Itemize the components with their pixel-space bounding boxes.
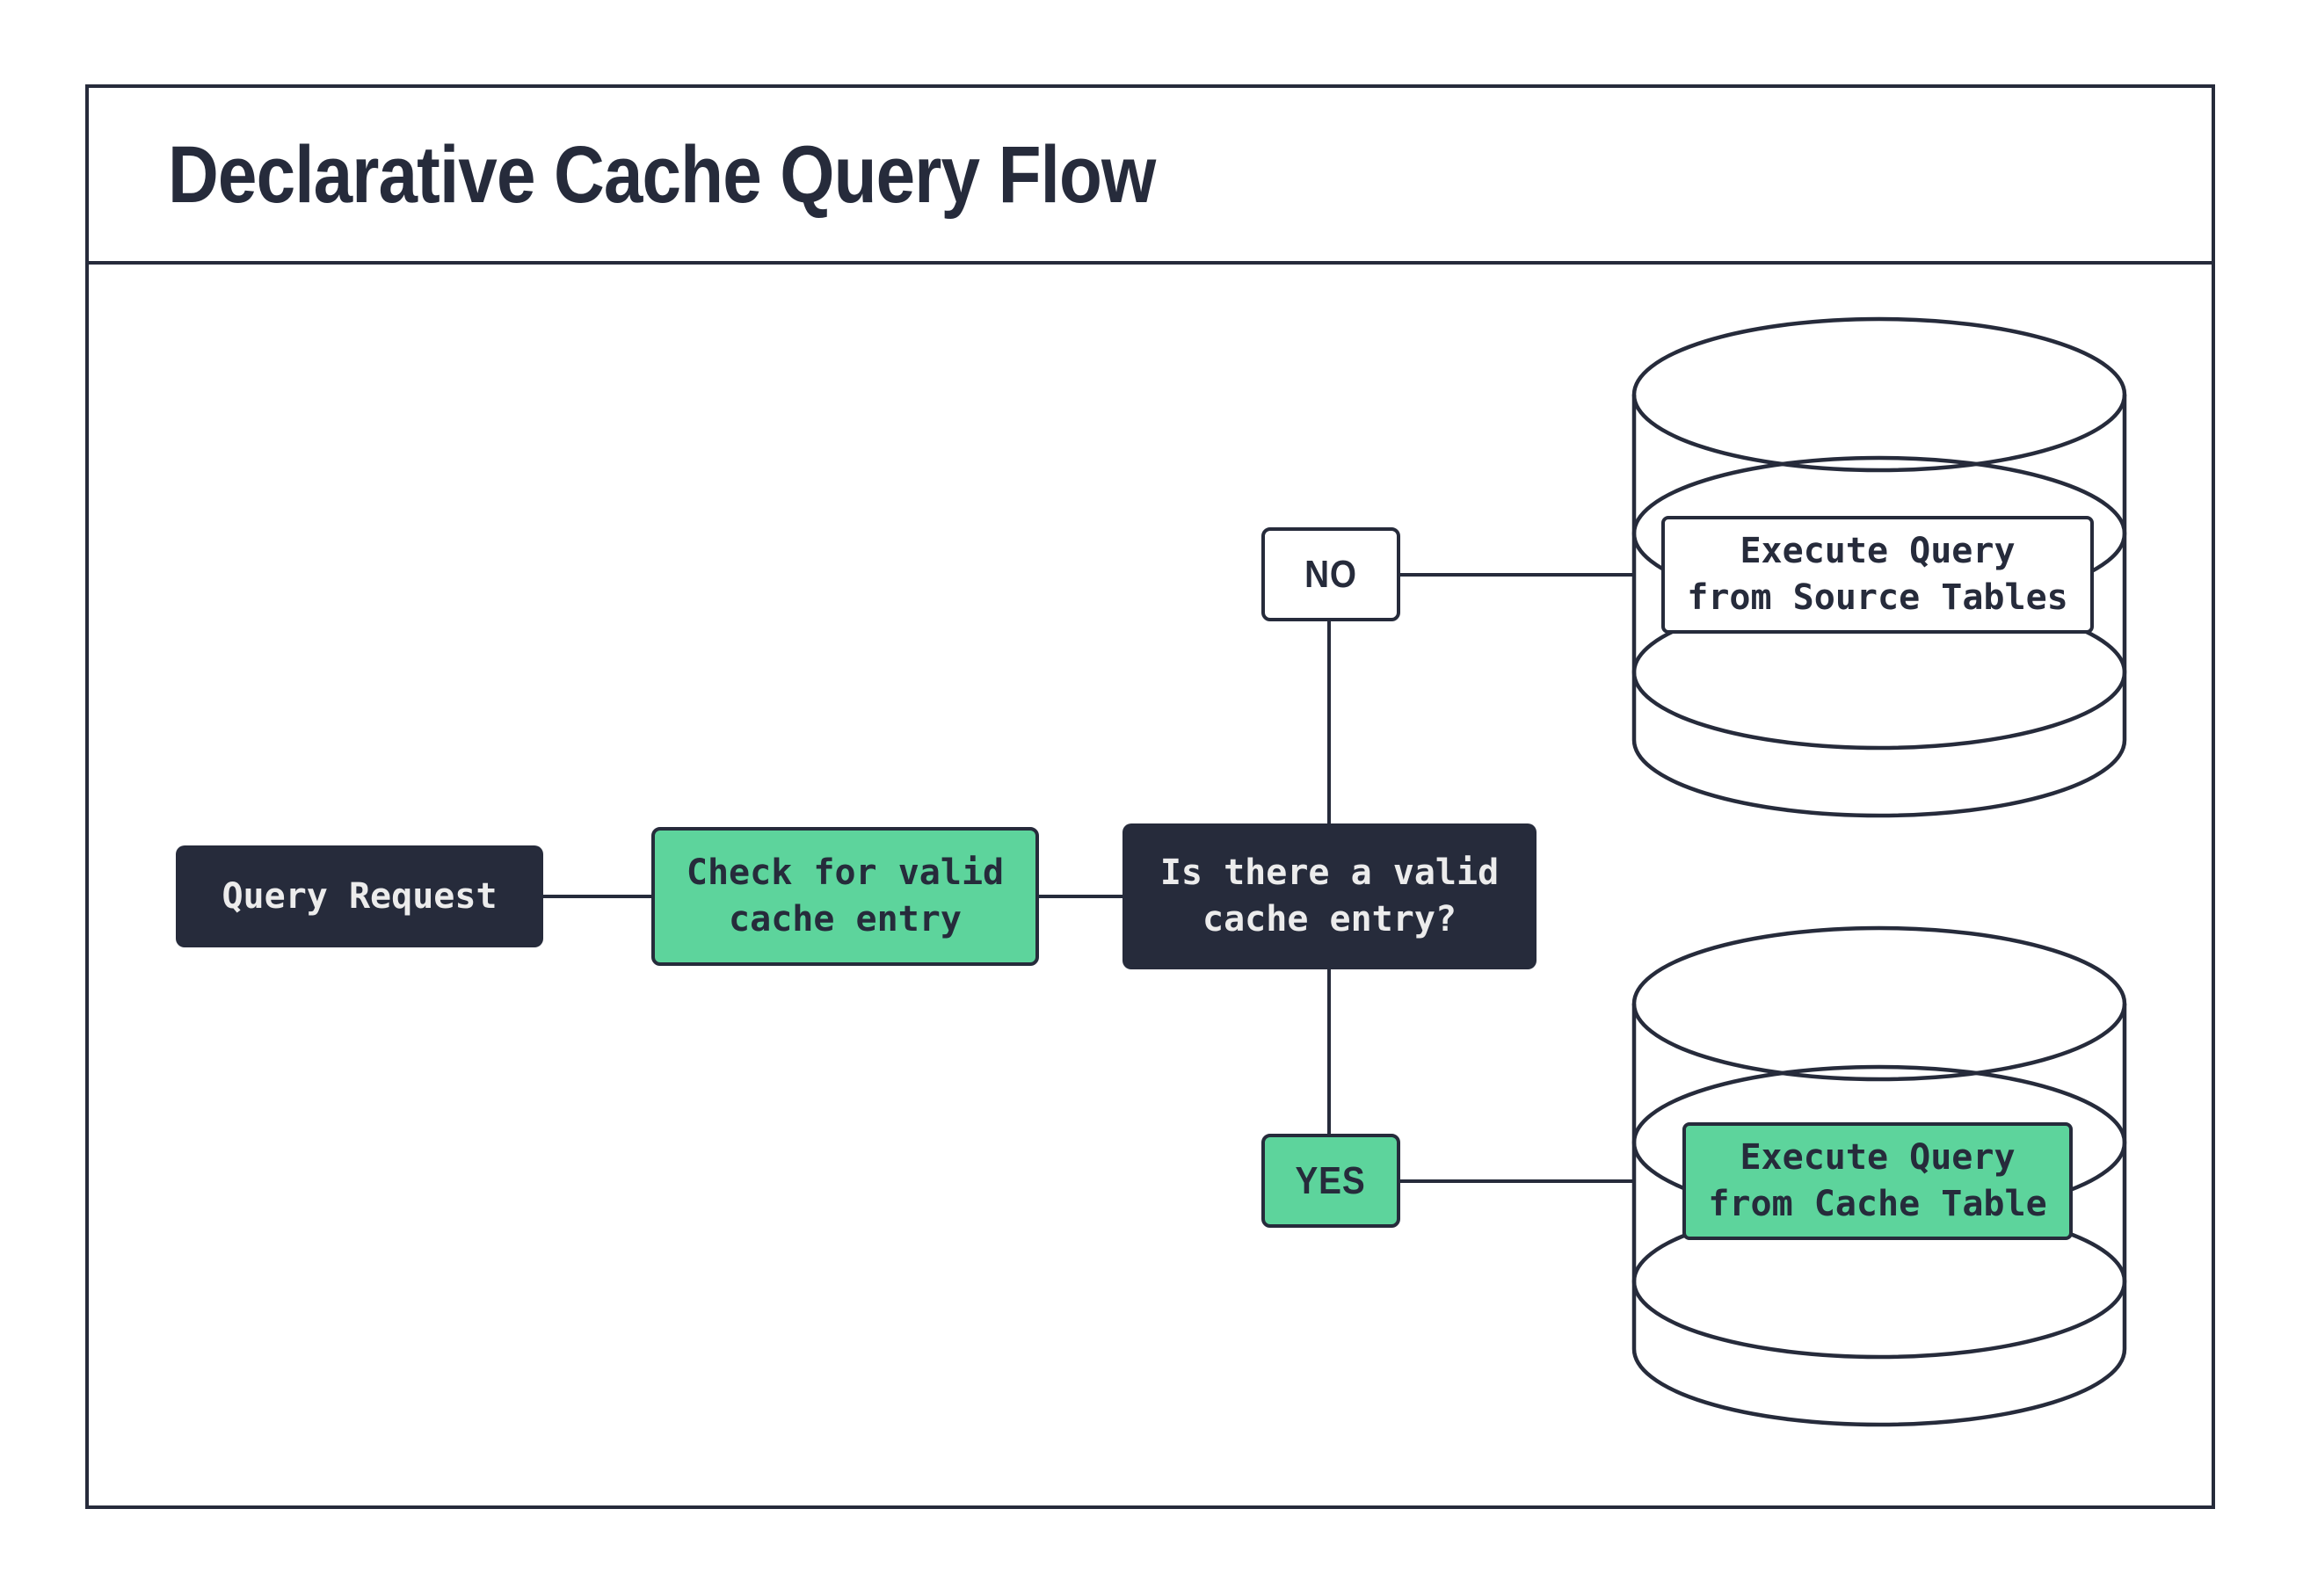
node-execute-cache-line1: Execute Query xyxy=(1740,1137,2016,1178)
page-title: Declarative Cache Query Flow xyxy=(168,134,1303,215)
node-decision-line1: Is there a valid xyxy=(1159,852,1500,893)
node-decision-line2: cache entry? xyxy=(1202,899,1457,939)
branch-label-yes: YES xyxy=(1261,1134,1400,1228)
node-check-cache-line2: cache entry xyxy=(729,899,962,939)
connector-yes-to-cache-db xyxy=(1400,1179,1633,1183)
node-execute-cache: Execute Query from Cache Table xyxy=(1682,1122,2073,1240)
node-query-request-label: Query Request xyxy=(222,875,498,917)
branch-label-no: NO xyxy=(1261,527,1400,621)
node-decision: Is there a valid cache entry? xyxy=(1122,823,1537,969)
node-execute-source: Execute Query from Source Tables xyxy=(1661,516,2094,634)
node-query-request: Query Request xyxy=(176,845,543,947)
connector-no-to-source-db xyxy=(1400,573,1633,577)
node-check-cache-line1: Check for valid xyxy=(686,852,1005,893)
node-execute-source-line1: Execute Query xyxy=(1740,531,2016,571)
connector-request-to-check xyxy=(543,895,651,898)
branch-label-yes-text: YES xyxy=(1295,1158,1367,1202)
diagram-header: Declarative Cache Query Flow xyxy=(89,88,2212,265)
connector-decision-to-yes xyxy=(1327,969,1331,1134)
node-check-cache: Check for valid cache entry xyxy=(651,827,1039,966)
connector-check-to-decision xyxy=(1039,895,1124,898)
node-execute-source-line2: from Source Tables xyxy=(1687,577,2068,618)
node-execute-cache-line2: from Cache Table xyxy=(1708,1184,2047,1224)
connector-decision-to-no xyxy=(1327,621,1331,823)
page-title-text: Declarative Cache Query Flow xyxy=(168,129,1156,220)
branch-label-no-text: NO xyxy=(1304,552,1357,596)
diagram-frame: Declarative Cache Query Flow xyxy=(85,84,2215,1509)
